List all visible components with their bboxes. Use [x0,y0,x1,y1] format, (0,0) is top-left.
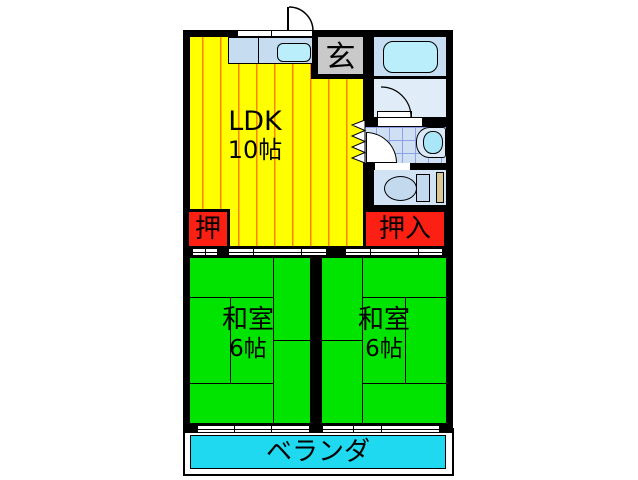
ldk-size: 10帖 [227,136,283,165]
shelf-strip [436,172,444,203]
closet-large-box [363,209,447,249]
washitsu-right-name: 和室 [357,305,410,335]
door-sill [378,118,422,126]
room-genkan-floor [318,37,363,75]
wall-genkan-bottom [311,74,374,79]
tatami-line [405,297,406,384]
veranda-floor [190,435,446,469]
door-leaf [377,111,412,118]
sliding-door-icon [192,248,218,256]
slider-tick [301,249,302,255]
slider-tick [253,249,254,255]
label-washitsu-left: 和室 6帖 [190,305,306,362]
window-icon [237,30,313,37]
window-tick [271,31,272,36]
bathtub-icon [383,41,438,73]
washitsu-left-size: 6帖 [229,335,267,362]
sliding-door-icon [322,425,440,433]
sliding-door-icon [345,248,443,256]
tatami-line [362,340,363,427]
slider-tick [234,426,235,432]
slider-tick [205,249,206,255]
tatami-line [190,297,273,298]
slider-tick [353,426,354,432]
label-closet-large: 押入 [378,214,431,244]
slider-rail [198,429,309,430]
label-genkan: 玄 [325,40,356,75]
tatami-line [362,297,446,298]
label-veranda: ベランダ [265,437,370,467]
toilet-bowl-icon [384,176,417,201]
slider-rail [229,252,326,253]
label-washitsu-right: 和室 6帖 [324,305,444,362]
slider-tick [418,249,419,255]
tatami-line [322,340,362,341]
tatami-line [273,340,310,341]
wall-top [183,30,453,37]
washitsu-left-name: 和室 [221,305,274,335]
door-sill [375,163,410,170]
sliding-door-icon [197,425,310,433]
room-washitsu-left-floor [190,256,310,427]
slider-tick [271,426,272,432]
slider-rail [346,252,442,253]
slider-tick [370,249,371,255]
slider-tick [381,426,382,432]
wall-column-upper [363,30,374,125]
closet-small-box [186,209,230,249]
wall-bath-dressing [374,76,446,79]
label-closet-small: 押 [194,214,221,244]
tatami-line [362,383,446,384]
wall-genkan-left [311,30,318,78]
counter-divider [258,38,259,63]
entry-door-arc-icon [288,6,314,32]
wall-right [446,30,453,433]
room-washitsu-right-floor [322,256,446,427]
sliding-door-icon [228,248,327,256]
label-ldk: LDK 10帖 [195,106,315,165]
tatami-line [362,256,363,341]
wall-column-lower [363,163,374,213]
kitchen-sink-icon [277,43,311,62]
washitsu-right-size: 6帖 [365,335,403,362]
tatami-line [230,297,231,384]
entry-door-leaf [287,7,289,31]
tatami-line [273,256,274,341]
tatami-line [273,340,274,427]
tatami-line [190,383,274,384]
washbasin-bowl-icon [423,131,443,154]
ldk-name: LDK [228,106,282,137]
toilet-tank-icon [416,174,430,202]
wall-center-vertical [310,246,322,433]
